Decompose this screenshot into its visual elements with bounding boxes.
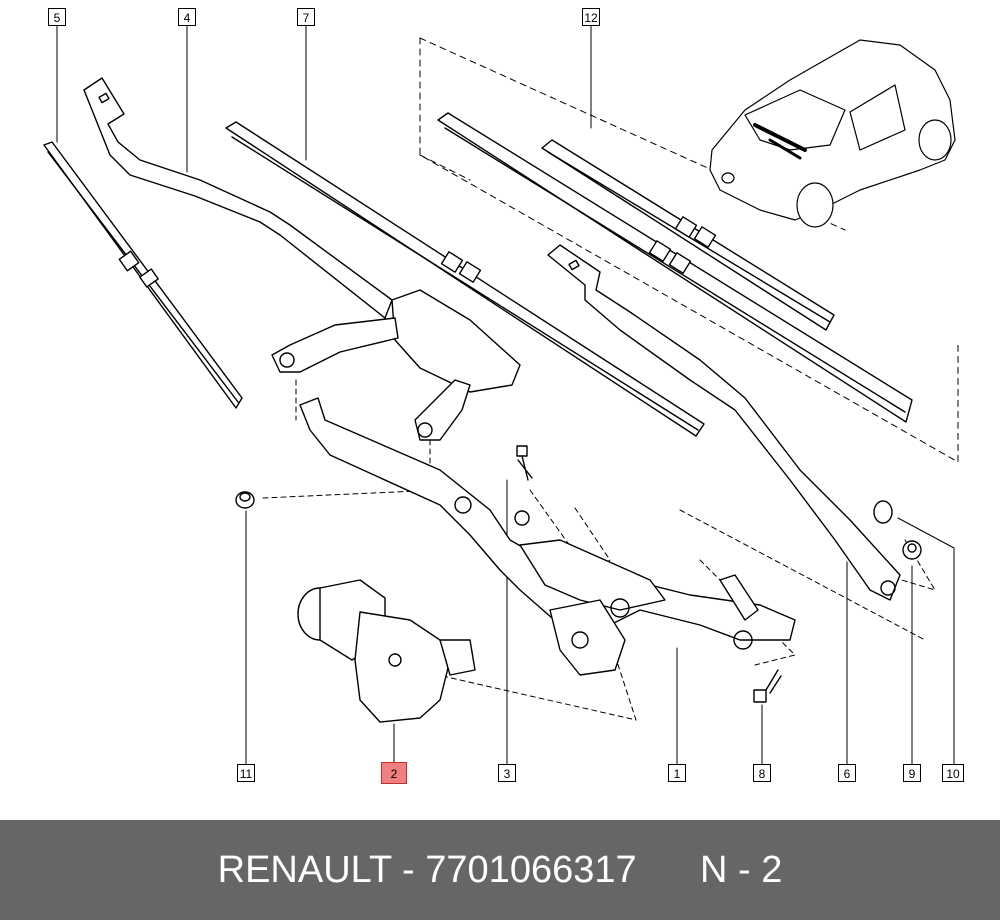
wiper-arm-4: [83, 77, 393, 319]
part-number: 7701066317: [425, 849, 637, 891]
callout-8: 8: [753, 764, 771, 782]
nut-9: [902, 540, 922, 560]
footer-separator: -: [391, 849, 426, 891]
wiper-blade-12-a: [437, 112, 913, 423]
callout-9: 9: [903, 764, 921, 782]
wiper-blade-7: [225, 121, 705, 437]
grommet-11: [235, 491, 255, 509]
wiper-motor-2: [297, 579, 476, 723]
callout-4: 4: [178, 8, 196, 26]
bolt-3: [516, 445, 533, 481]
exploded-view-drawing: [43, 25, 959, 765]
wiper-blade-5: [43, 141, 243, 409]
callout-1: 1: [668, 764, 686, 782]
wiper-parts-diagram: 5 4 7 12 11 2 3 1 8 6 9 10: [43, 8, 964, 784]
wiper-linkage-1: [299, 397, 796, 676]
leader-lines: [56, 25, 955, 765]
callout-5: 5: [48, 8, 66, 26]
brand-name: RENAULT: [217, 849, 392, 891]
callout-2-highlighted: 2: [381, 762, 407, 784]
callout-12: 12: [582, 8, 600, 26]
position-code: N - 2: [699, 849, 783, 891]
wiper-arm-6: [547, 244, 901, 601]
arm-head-left: [271, 289, 521, 441]
callout-3: 3: [498, 764, 516, 782]
cap-10: [873, 500, 893, 524]
callout-6: 6: [838, 764, 856, 782]
callout-7: 7: [297, 8, 315, 26]
part-info-footer: RENAULT - 7701066317 N - 2: [0, 820, 1000, 920]
bolt-8: [753, 669, 782, 703]
wiper-blade-12-b: [541, 139, 835, 331]
callout-11: 11: [237, 764, 255, 782]
callout-10: 10: [942, 764, 964, 782]
car-illustration: [709, 39, 956, 228]
